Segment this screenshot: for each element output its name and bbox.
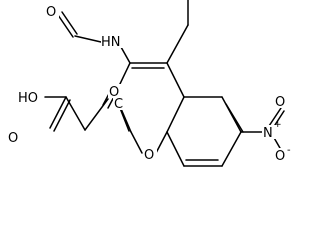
core-bonds (44, 0, 285, 167)
ketone-oxygen-label: O (109, 85, 119, 100)
carboxyl-oxygen-label: O (8, 131, 18, 146)
quaternary-carbon-label: C (114, 97, 123, 112)
chemical-structure-diagram: O HN O C O HO O N + O O - (7, 0, 291, 167)
amide-oxygen-label: O (46, 5, 56, 20)
nitro-oxygen-lower-label: O (275, 149, 285, 164)
formyl-group (57, 11, 102, 43)
nitro-plus-label: + (274, 120, 282, 130)
ring-oxygen-label: O (144, 148, 154, 163)
atom-labels: O HN O C O HO O N + O O - (8, 5, 291, 164)
nitro-nitrogen-label: N (263, 126, 273, 141)
molecule-drawing: O HN O C O HO O N + O O - (7, 0, 291, 167)
atom-label-masks (7, 4, 288, 162)
amide-nitrogen-label: HN (101, 35, 121, 50)
nitro-oxygen-upper-label: O (275, 95, 285, 110)
hydroxyl-label: HO (18, 91, 38, 106)
nitro-minus-label: - (287, 145, 291, 156)
